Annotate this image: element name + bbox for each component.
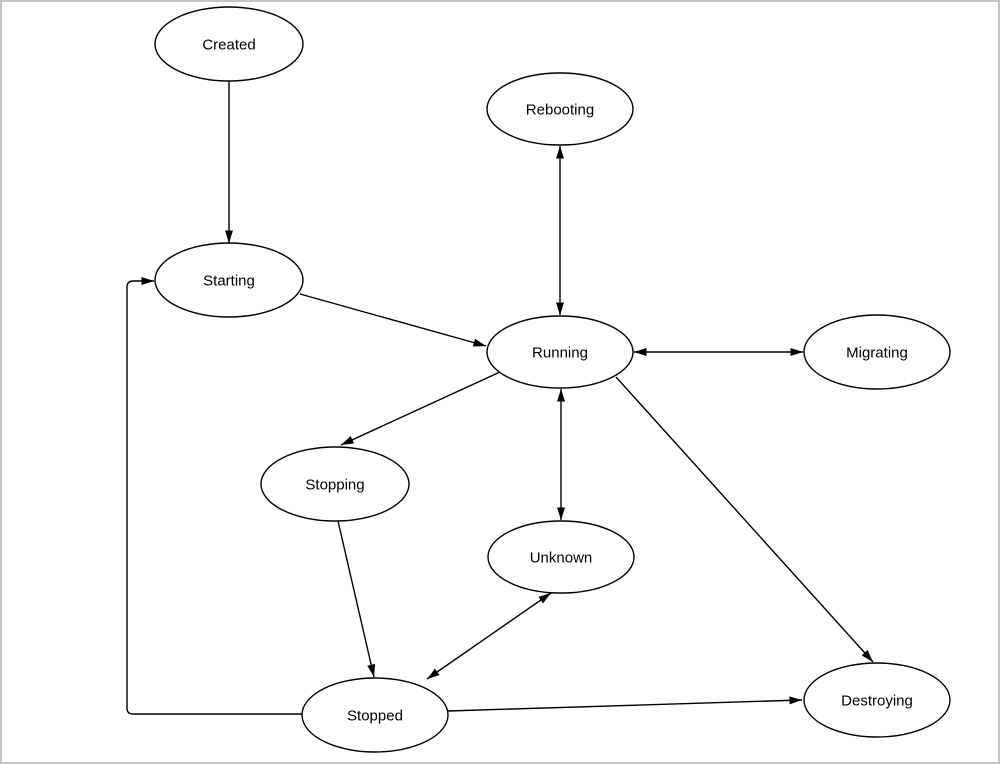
state-ellipse-running bbox=[486, 315, 634, 389]
state-ellipse-starting bbox=[154, 242, 304, 318]
edge-starting-to-running bbox=[299, 293, 487, 347]
node-stopping: Stopping bbox=[260, 446, 410, 522]
node-label-destroying: Destroying bbox=[841, 692, 913, 709]
edges-layer bbox=[126, 81, 874, 715]
node-label-starting: Starting bbox=[203, 272, 255, 289]
node-label-stopped: Stopped bbox=[347, 707, 403, 724]
node-label-migrating: Migrating bbox=[846, 344, 908, 361]
edge-stopped-to-destroying bbox=[447, 696, 803, 712]
state-ellipse-unknown bbox=[487, 520, 635, 594]
state-ellipse-migrating bbox=[803, 314, 951, 390]
state-ellipse-rebooting bbox=[486, 72, 634, 146]
state-ellipse-stopped bbox=[301, 677, 449, 753]
state-ellipse-stopping bbox=[260, 446, 410, 522]
node-label-running: Running bbox=[532, 344, 588, 361]
node-label-rebooting: Rebooting bbox=[526, 101, 594, 118]
node-starting: Starting bbox=[154, 242, 304, 318]
node-destroying: Destroying bbox=[803, 662, 951, 738]
node-running: Running bbox=[486, 315, 634, 389]
edge-stopping-to-stopped bbox=[337, 520, 376, 678]
node-label-created: Created bbox=[202, 36, 255, 53]
node-stopped: Stopped bbox=[301, 677, 449, 753]
state-ellipse-destroying bbox=[803, 662, 951, 738]
node-unknown: Unknown bbox=[487, 520, 635, 594]
edge-running-to-destroying bbox=[615, 376, 874, 663]
node-label-unknown: Unknown bbox=[530, 549, 593, 566]
edge-stopped-unknown bbox=[426, 592, 552, 680]
node-created: Created bbox=[154, 6, 304, 82]
edge-stopped-to-starting-loop bbox=[126, 277, 302, 715]
node-migrating: Migrating bbox=[803, 314, 951, 390]
node-rebooting: Rebooting bbox=[486, 72, 634, 146]
edge-running-to-stopping bbox=[340, 371, 501, 446]
state-ellipse-created bbox=[154, 6, 304, 82]
node-label-stopping: Stopping bbox=[305, 476, 364, 493]
